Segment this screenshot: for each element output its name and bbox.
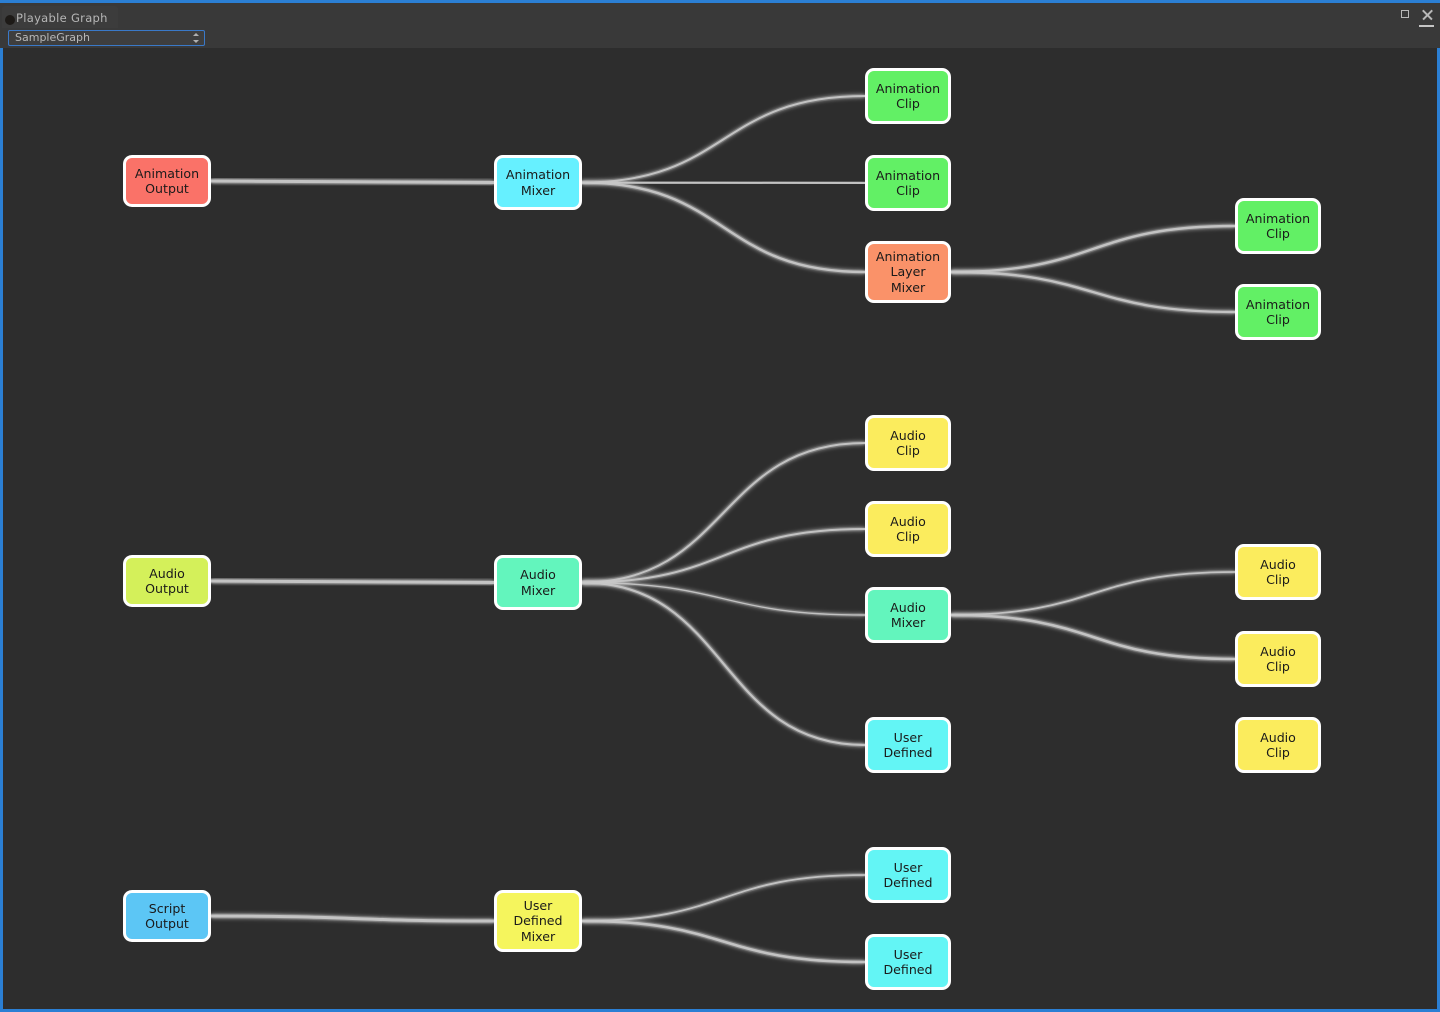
graph-node-user-defined[interactable]: User Defined [865, 847, 951, 903]
graph-node-user-defined[interactable]: User Defined [865, 717, 951, 773]
graph-node-audio-mixer[interactable]: Audio Mixer [494, 555, 582, 610]
graph-edge [210, 913, 495, 924]
graph-selector-value: SampleGraph [15, 31, 90, 44]
graph-edge [581, 180, 866, 186]
graph-node-audio-mixer[interactable]: Audio Mixer [865, 587, 951, 643]
window-controls [1399, 8, 1434, 21]
graph-edge [950, 569, 1236, 618]
graph-node-animation-clip[interactable]: Animation Clip [865, 155, 951, 211]
tab-playable-graph[interactable]: Playable Graph [2, 6, 118, 31]
graph-edge [950, 223, 1236, 275]
graph-node-animation-clip[interactable]: Animation Clip [1235, 284, 1321, 340]
graph-node-audio-clip[interactable]: Audio Clip [1235, 631, 1321, 687]
graph-node-animation-layer-mixer[interactable]: Animation Layer Mixer [865, 241, 951, 303]
graph-edge [210, 578, 495, 586]
close-icon[interactable] [1421, 8, 1434, 21]
graph-node-user-defined[interactable]: User Defined [865, 934, 951, 990]
graph-node-animation-output[interactable]: Animation Output [123, 155, 211, 207]
graph-node-user-defined-mixer[interactable]: User Defined Mixer [494, 890, 582, 952]
graph-edge [581, 872, 866, 924]
tab-label: Playable Graph [16, 11, 108, 25]
graph-edge [581, 93, 866, 185]
graph-edge [581, 440, 866, 585]
graph-edge [210, 178, 495, 186]
graph-node-script-output[interactable]: Script Output [123, 890, 211, 942]
graph-node-audio-clip[interactable]: Audio Clip [865, 415, 951, 471]
graph-node-audio-output[interactable]: Audio Output [123, 555, 211, 607]
graph-node-animation-mixer[interactable]: Animation Mixer [494, 155, 582, 210]
graph-edge [950, 269, 1236, 315]
graph-edge [581, 580, 866, 748]
graph-node-audio-clip[interactable]: Audio Clip [1235, 717, 1321, 773]
window-titlebar: Playable Graph [0, 3, 1440, 36]
chevron-updown-icon [192, 32, 200, 44]
graph-node-audio-clip[interactable]: Audio Clip [865, 501, 951, 557]
graph-selector-dropdown[interactable]: SampleGraph [8, 30, 205, 46]
window-focus-accent [0, 0, 1440, 3]
tab-dot-icon [5, 15, 15, 25]
graph-toolbar: SampleGraph [0, 28, 1440, 48]
graph-edges [210, 93, 1236, 965]
graph-edge [581, 580, 866, 617]
graph-node-animation-clip[interactable]: Animation Clip [865, 68, 951, 124]
graph-node-animation-clip[interactable]: Animation Clip [1235, 198, 1321, 254]
graph-edge [581, 918, 866, 965]
graph-edge [581, 180, 866, 275]
graph-edge [950, 612, 1236, 662]
graph-edge [581, 526, 866, 585]
graph-node-audio-clip[interactable]: Audio Clip [1235, 544, 1321, 600]
maximize-icon[interactable] [1399, 8, 1412, 21]
